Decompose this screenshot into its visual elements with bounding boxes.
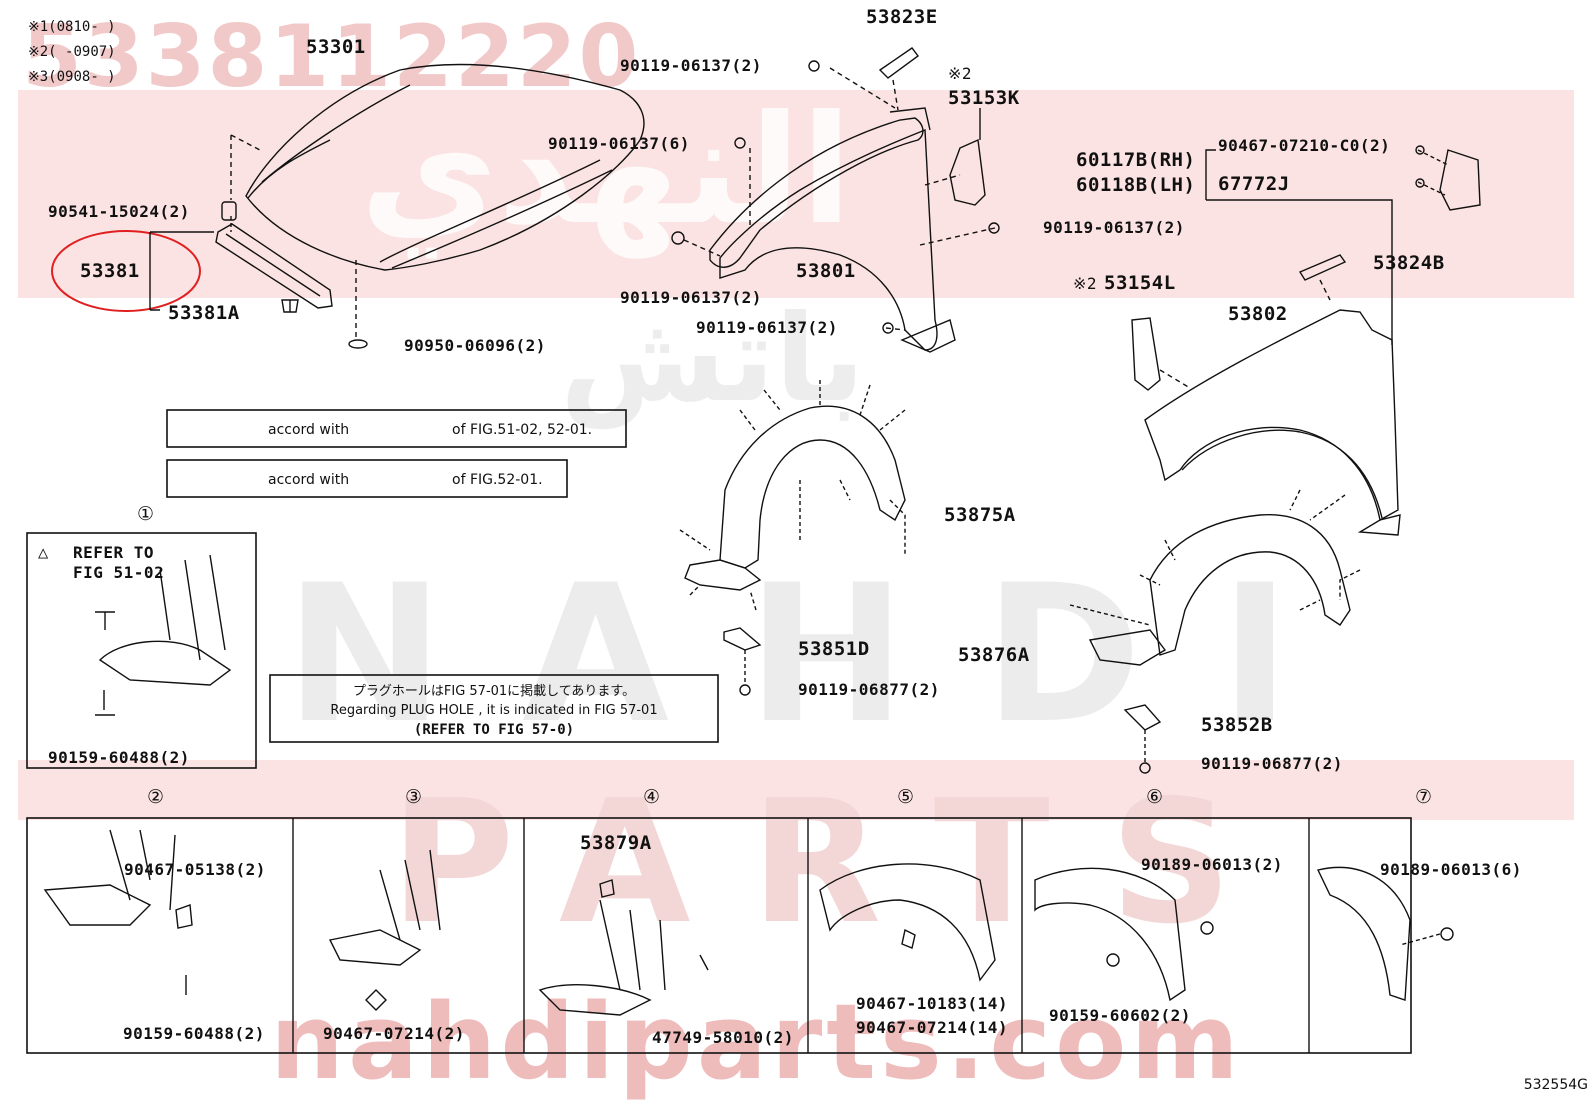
legend-mark: ※2 [28, 44, 49, 60]
note-line-1-pre: accord with [268, 422, 350, 438]
panel-number-2: ② [147, 786, 165, 808]
part-label-rh[interactable]: 60117B(RH) [1076, 149, 1196, 171]
detail-box-1 [26, 532, 257, 769]
part-label-hood-seal[interactable]: 53381 [80, 260, 140, 282]
note-line-2: accord with of FIG.52-01. [170, 462, 564, 495]
plug-note: プラグホールはFIG 57-01に掲載してあります。 Regarding PLU… [272, 677, 716, 740]
legend-row-2: ※2( -0907) [28, 45, 116, 59]
part-label-hood-seal-a[interactable]: 53381A [168, 302, 240, 324]
part-label-bolt-mid[interactable]: 90119-06137(2) [1043, 218, 1185, 237]
part-label-clip-5b[interactable]: 90467-07214(14) [856, 1018, 1008, 1037]
part-label-bolt-6a[interactable]: 90189-06013(2) [1141, 855, 1283, 874]
plug-note-jp: プラグホールはFIG 57-01に掲載してあります。 [352, 684, 636, 699]
part-label-bracket-53823e[interactable]: 53823E [866, 6, 938, 28]
liner-lh-drawing [1088, 514, 1351, 666]
panel-number-1: ① [137, 503, 155, 525]
note-line-1: accord with of FIG.51-02, 52-01. [170, 412, 622, 445]
plug-note-en: Regarding PLUG HOLE , it is indicated in… [330, 703, 658, 718]
note-line-2-post: of FIG.52-01. [452, 472, 543, 488]
triangle-icon: △ [38, 543, 49, 563]
legend-text: (0908- ) [48, 69, 116, 85]
part-label-bolt-6[interactable]: 90119-06137(6) [548, 134, 690, 153]
panel-number-4: ④ [643, 786, 661, 808]
liner-rh-drawing [684, 405, 906, 591]
note-line-1-post: of FIG.51-02, 52-01. [452, 422, 593, 438]
legend-row-3: ※3(0908- ) [28, 70, 116, 84]
part-label-hood[interactable]: 53301 [306, 36, 366, 58]
note-mark-2b: ※2 [1073, 274, 1098, 293]
part-label-bracket-d[interactable]: 53851D [798, 638, 870, 660]
part-label-screw-4[interactable]: 47749-58010(2) [652, 1028, 794, 1047]
fender-rh-drawing [709, 107, 956, 353]
part-label-grommet[interactable]: 90467-05138(2) [124, 860, 266, 879]
part-label-cushion[interactable]: 90541-15024(2) [48, 202, 190, 221]
part-label-liner-a[interactable]: 53875A [944, 504, 1016, 526]
part-label-bracket-b[interactable]: 53824B [1373, 252, 1445, 274]
detail-panel-row [26, 817, 1412, 1054]
plug-note-ref: (REFER TO FIG 57-0) [413, 722, 575, 738]
part-label-seal-k[interactable]: 53153K [948, 87, 1020, 109]
highlight-circle [51, 230, 201, 312]
part-label-bolt-d[interactable]: 90119-06877(2) [798, 680, 940, 699]
part-label-screw-1[interactable]: 90159-60488(2) [48, 748, 190, 767]
panel-number-3: ③ [405, 786, 423, 808]
part-label-bolt-low[interactable]: 90119-06137(2) [620, 288, 762, 307]
part-label-clip-3[interactable]: 90467-07214(2) [323, 1024, 465, 1043]
note-mark-2: ※2 [948, 64, 973, 83]
hood-drawing [245, 63, 645, 271]
part-label-clip-c0[interactable]: 90467-07210-C0(2) [1218, 136, 1391, 155]
part-label-bracket-2b[interactable]: 53852B [1201, 714, 1273, 736]
part-label-clip-5a[interactable]: 90467-10183(14) [856, 994, 1008, 1013]
bracket-53823e [878, 47, 919, 79]
hood-seal-drawing [215, 223, 333, 309]
part-label-bolt-7[interactable]: 90189-06013(6) [1380, 860, 1522, 879]
part-label-bolt-top[interactable]: 90119-06137(2) [620, 56, 762, 75]
part-label-cover-j[interactable]: 67772J [1218, 173, 1290, 195]
part-label-seal-l[interactable]: 53154L [1104, 272, 1176, 294]
plug-note-box [269, 674, 719, 743]
legend-row-1: ※1(0810- ) [28, 20, 116, 34]
fender-lh-drawing [1144, 309, 1401, 536]
part-label-bolt-bottom[interactable]: 90119-06137(2) [696, 318, 838, 337]
part-label-screw-2[interactable]: 90159-60488(2) [123, 1024, 265, 1043]
panel-number-7: ⑦ [1415, 786, 1433, 808]
refer-fig-label[interactable]: FIG 51-02 [73, 563, 165, 582]
part-label-fender-lh[interactable]: 53802 [1228, 303, 1288, 325]
part-label-lh[interactable]: 60118B(LH) [1076, 174, 1196, 196]
refer-label: REFER TO [73, 543, 155, 562]
note-box-1 [166, 409, 627, 448]
part-label-liner-b[interactable]: 53876A [958, 644, 1030, 666]
note-box-2 [166, 459, 568, 498]
part-label-plug[interactable]: 90950-06096(2) [404, 336, 546, 355]
legend-mark: ※3 [28, 69, 49, 85]
part-label-fender-rh[interactable]: 53801 [796, 260, 856, 282]
legend-text: ( -0907) [48, 44, 116, 60]
part-label-screw-6[interactable]: 90159-60602(2) [1049, 1006, 1191, 1025]
panel-number-5: ⑤ [897, 786, 915, 808]
note-line-2-pre: accord with [268, 472, 350, 488]
part-label-bolt-2b[interactable]: 90119-06877(2) [1201, 754, 1343, 773]
page-code: 532554G [1523, 1077, 1588, 1093]
legend-mark: ※1 [28, 19, 49, 35]
legend-text: (0810- ) [48, 19, 116, 35]
panel-number-6: ⑥ [1146, 786, 1164, 808]
part-label-fastener-4[interactable]: 53879A [580, 832, 652, 854]
